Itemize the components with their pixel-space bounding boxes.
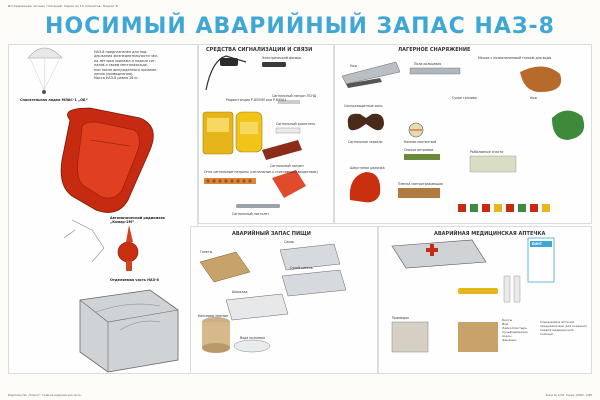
intro-line: налов о своем местонахожде- xyxy=(94,63,149,68)
tube-label: Пленка светоотражающая xyxy=(398,182,443,186)
camp-title: ЛАГЕРНОЕ СНАРЯЖЕНИЕ xyxy=(398,47,471,53)
fishing-gear-icon xyxy=(458,204,550,212)
smoke-cartridge-icon xyxy=(262,140,302,160)
intro-text: НАЗ-8 предназначен для под- держания жиз… xyxy=(94,50,190,81)
pills-label: Промедол xyxy=(392,316,409,320)
spoon-label: Сухое топливо xyxy=(452,96,477,100)
matches-label: Спички ветровые xyxy=(404,148,434,152)
med-note: Содержимое аптечки предназначено для ока… xyxy=(540,320,587,336)
radio-label: Радиостанция Р-855УМ или Р-855А1 xyxy=(226,98,287,102)
med-item: Бинты xyxy=(502,318,513,322)
signals-panel xyxy=(198,44,334,224)
cap-icon xyxy=(349,172,381,203)
shotgun-label: Сигнальный пистолет xyxy=(232,212,270,216)
fishing-label: Рыболовные снасти xyxy=(470,150,504,154)
cap-label: Шерстяная шапочка xyxy=(350,166,385,170)
footer-left: Издательство „Плакат“. Главная медицинск… xyxy=(8,394,82,397)
paint-label: Сигнальный краситель xyxy=(276,122,316,126)
torch-label: Электрический фонарь xyxy=(262,56,302,60)
food-packs-icon xyxy=(199,243,347,353)
flare-strip-icon xyxy=(204,178,256,184)
glasses-label: Солнцезащитные очки xyxy=(344,104,383,108)
food-label: Галеты xyxy=(200,250,213,254)
food-label: Сухой кисель xyxy=(290,266,313,270)
beacon-icon xyxy=(117,225,139,271)
med-item: Фенамин xyxy=(502,338,517,342)
parachute-icon xyxy=(27,47,63,94)
meat-icon xyxy=(520,66,562,92)
radio-icon xyxy=(202,111,263,155)
detach-label: Отделяемая часть НАЗ-8 xyxy=(110,278,159,282)
smoke-label: Сигнальный патрон xyxy=(270,164,304,168)
life-raft-icon xyxy=(60,107,154,213)
boat-label: Спасательная лодка МЛАС-1 „ОБ“ xyxy=(20,98,88,102)
dye-bag-icon xyxy=(272,170,306,198)
food-label: Шоколад xyxy=(232,290,248,294)
saw-label: Пила кольцевая xyxy=(414,62,442,66)
food-label: Вода питьевая xyxy=(240,336,265,340)
med-item: Йод xyxy=(502,322,509,326)
cartridge-label: Сигнальный патрон ПСНД xyxy=(272,94,317,98)
footer-right: Заказ № 1234. Тираж 10000. 1985 xyxy=(545,394,592,397)
intro-line: Масса НАЗ-8 равна 16 кг. xyxy=(94,76,140,81)
med-item: Аэрон xyxy=(502,334,512,338)
top-caption: Исследование личных спасений. Серия из 1… xyxy=(8,4,118,8)
bag-label: Мешок с полиэтиленовой тканью для воды xyxy=(478,56,552,60)
intro-line: НАЗ-8 предназначен для под- xyxy=(94,50,148,54)
glasses-icon xyxy=(347,113,384,131)
bandage-box-icon xyxy=(527,237,555,283)
container-icon xyxy=(79,289,179,373)
intro-line: нии после вынужденного приземл- xyxy=(94,67,158,72)
leaf-icon xyxy=(552,110,585,140)
signals-title: СРЕДСТВА СИГНАЛИЗАЦИИ И СВЯЗИ xyxy=(206,47,313,53)
medkit-icon xyxy=(391,239,487,269)
intro-line: на летчика экипажа и подачи сиг- xyxy=(94,58,156,63)
ointment-tube-icon xyxy=(458,288,498,294)
knife2-label: Нож xyxy=(530,96,538,100)
page-title: НОСИМЫЙ АВАРИЙНЫЙ ЗАПАС НАЗ-8 xyxy=(45,14,555,39)
food-label: Сахар xyxy=(284,240,295,244)
flare-label: Огни сигнальные патроны (сигнальные к ст… xyxy=(204,170,318,174)
axe-label: Нож xyxy=(350,64,358,68)
med-item: Лейкопластырь xyxy=(502,326,527,330)
beacon-label: Автоматический радиомаяк „Комар-2М“ xyxy=(110,216,166,224)
compass-label: Компас магнитный xyxy=(404,140,437,144)
intro-line: держания жизнедеятельности чел- xyxy=(94,54,159,59)
pill-pack-icon xyxy=(391,321,429,353)
intro-line: ления (приводнения). xyxy=(94,72,134,77)
pistol-tube-icon xyxy=(236,204,280,208)
food-title: АВАРИЙНЫЙ ЗАПАС ПИЩИ xyxy=(232,231,311,237)
food-label: Консервы мясные xyxy=(198,314,229,318)
mirror-label: Сигнальное зеркало xyxy=(348,140,383,144)
med-list: Бинты Йод Лейкопластырь Сульфадимезин Аэ… xyxy=(502,318,532,342)
knife-icon xyxy=(341,61,401,85)
bandage-box-label: БИНТ xyxy=(532,242,542,246)
med-item: Сульфадимезин xyxy=(502,330,528,334)
med-title: АВАРИЙНАЯ МЕДИЦИНСКАЯ АПТЕЧКА xyxy=(434,231,546,237)
torch-icon xyxy=(262,62,286,67)
